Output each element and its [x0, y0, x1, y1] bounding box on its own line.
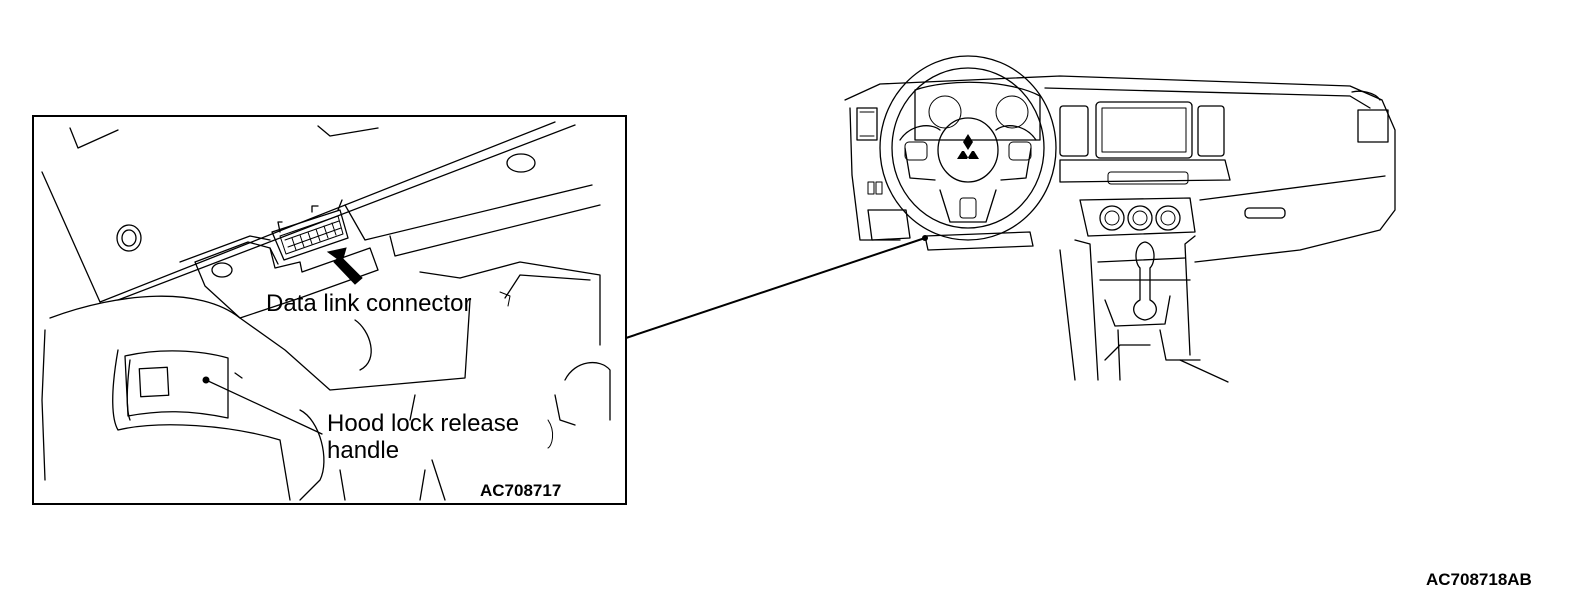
data-link-connector-label: Data link connector: [266, 290, 471, 317]
center-display: [1095, 101, 1193, 159]
figure-code: AC708718AB: [1426, 570, 1532, 589]
inset-detail: Data link connector Hood lock release ha…: [32, 115, 627, 505]
mitsubishi-logo-icon: [957, 134, 979, 159]
hood-lock-label-line2: handle: [327, 437, 399, 464]
data-link-connector: [271, 199, 349, 261]
dash-underside-lines: [41, 121, 601, 303]
left-air-vent: [856, 107, 878, 141]
center-console: [1059, 235, 1229, 383]
gear-shifter: [1133, 241, 1157, 321]
steering-wheel: [879, 55, 1057, 241]
instrument-cluster: [914, 81, 1041, 141]
hood-lock-release-handle: [124, 350, 229, 419]
connector-label-bracket: [499, 291, 511, 307]
hood-label-bracket: [547, 419, 554, 449]
dashboard-overview: [844, 55, 1396, 383]
connector-pins: [291, 222, 337, 251]
connector-location-panel: [924, 231, 1034, 251]
hood-handle-leader-line: [205, 379, 323, 435]
location-leader-line: [625, 237, 926, 339]
right-air-vent: [1357, 109, 1389, 143]
location-callout-dot: [922, 235, 928, 241]
hood-lock-label-line1: Hood lock release: [327, 410, 519, 437]
climate-controls: [1079, 197, 1196, 237]
inset-figure-code: AC708717: [480, 481, 561, 500]
inset-frame: [32, 115, 627, 505]
pointer-arrow-icon: [326, 247, 363, 285]
